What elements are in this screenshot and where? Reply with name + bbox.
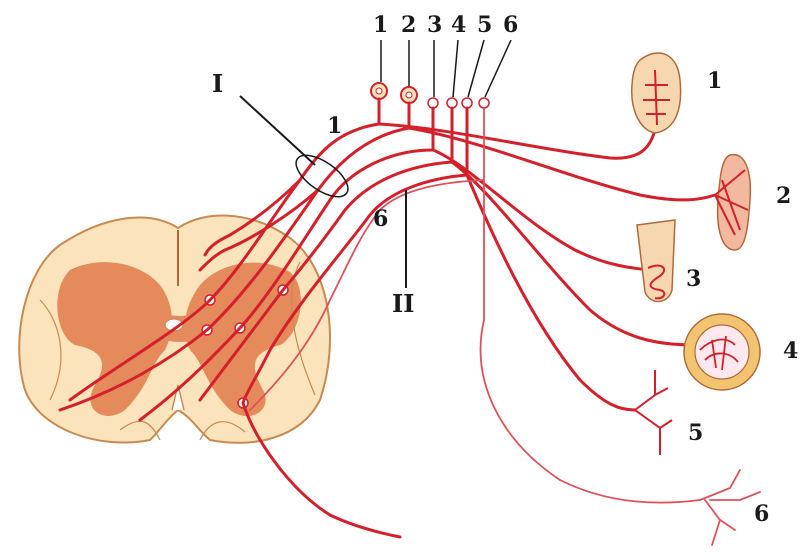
fiber-6-branch-d <box>712 520 720 545</box>
organ-3-hair <box>637 220 675 302</box>
organ-label-3: 3 <box>686 268 701 290</box>
top-number-3: 3 <box>427 14 442 36</box>
organ-5-free-endings <box>635 370 672 455</box>
organ-4-corpuscle <box>684 314 760 390</box>
organ-2-tendon <box>715 155 750 250</box>
fiber-6 <box>481 108 700 503</box>
top-leader-lines <box>381 40 511 97</box>
organ-label-4: 4 <box>783 340 798 362</box>
label-roman-two: II <box>392 292 414 316</box>
organ-1-muscle-spindle <box>632 53 681 133</box>
label-nerve-six: 6 <box>373 208 388 230</box>
organ-label-1: 1 <box>707 70 722 92</box>
ganglion-cell-6 <box>479 98 489 108</box>
fiber-6-branch-a <box>700 470 740 500</box>
fiber-6-branch-c <box>705 500 735 530</box>
label-roman-one: I <box>212 72 223 96</box>
top-number-5: 5 <box>477 14 492 36</box>
top-number-2: 2 <box>401 14 416 36</box>
dorsal-root-ellipse <box>289 147 354 204</box>
label-nerve-one: 1 <box>327 115 342 137</box>
organ-label-5: 5 <box>688 422 703 444</box>
fiber-5-to-organ <box>467 175 635 410</box>
ganglion-cell-2-core <box>406 92 412 98</box>
ganglion-cell-1-core <box>376 88 382 94</box>
leader-roman-one <box>240 96 315 165</box>
top-number-4: 4 <box>451 14 466 36</box>
top-number-1: 1 <box>373 14 388 36</box>
organ-label-2: 2 <box>776 185 791 207</box>
top-number-6: 6 <box>503 14 518 36</box>
organ-label-6: 6 <box>754 503 769 525</box>
